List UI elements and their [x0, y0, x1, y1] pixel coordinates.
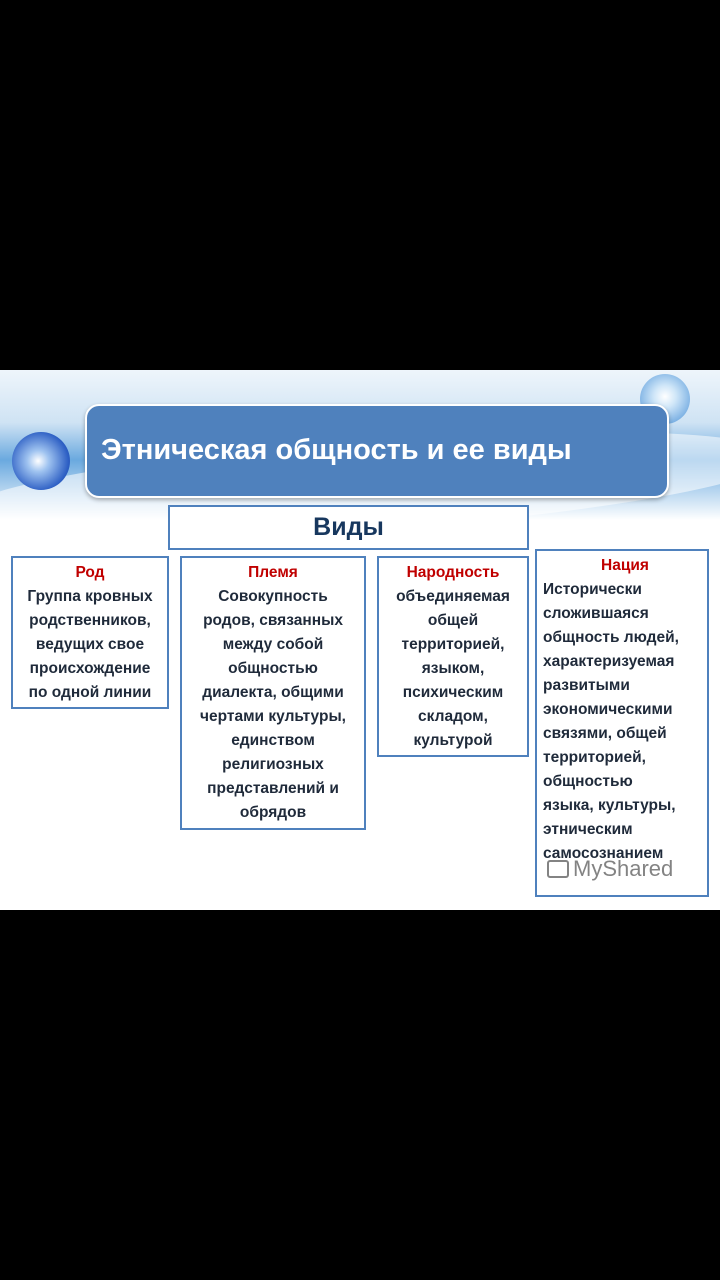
type-name: Народность: [406, 564, 500, 581]
type-description-line: языком,: [421, 660, 485, 677]
type-description-line: представлений и: [207, 780, 339, 797]
type-description-line: единством: [231, 732, 315, 749]
type-description-line: общность людей,: [543, 629, 679, 646]
slide-title: Этническая общность и ее виды: [101, 434, 572, 466]
title-bar: Этническая общность и ее виды: [85, 404, 669, 498]
type-box-narodnost: Народность объединяемая общей территорией, я…: [377, 556, 529, 757]
type-description-line: ведущих свое: [35, 636, 145, 653]
type-description-line: происхождение: [29, 660, 151, 677]
type-description-line: общностью: [543, 773, 633, 790]
type-description-line: самосознанием: [543, 845, 664, 862]
type-description-line: территорией,: [401, 636, 505, 653]
type-description-line: языка, культуры,: [543, 797, 676, 814]
type-description-line: Исторически: [543, 581, 642, 598]
type-description-line: культурой: [413, 732, 493, 749]
type-description-line: психическим: [402, 684, 504, 701]
type-description-line: сложившаяся: [543, 605, 649, 622]
type-description-line: родов, связанных: [203, 612, 343, 629]
type-description-line: этническим: [543, 821, 633, 838]
types-header: Виды: [168, 505, 529, 550]
watermark: MyShared: [547, 856, 673, 882]
watermark-text: MyShared: [573, 856, 674, 881]
type-description-line: общностью: [228, 660, 318, 677]
type-name: Племя: [248, 564, 298, 581]
type-description-line: родственников,: [29, 612, 151, 629]
type-name: Нация: [601, 557, 649, 574]
type-description-line: чертами культуры,: [200, 708, 346, 725]
type-description-line: Совокупность: [218, 588, 328, 605]
presentation-icon: [547, 860, 569, 878]
type-description-line: связями, общей: [543, 725, 667, 742]
type-description-line: складом,: [418, 708, 488, 725]
decorative-orb: [12, 432, 70, 490]
type-description-line: объединяемая: [396, 588, 510, 605]
type-description-line: территорией,: [543, 749, 646, 766]
type-description-line: диалекта, общими: [202, 684, 344, 701]
type-description-line: характеризуемая: [543, 653, 675, 670]
type-description-line: общей: [427, 612, 479, 629]
type-name: Род: [75, 564, 105, 581]
type-description-line: развитыми: [543, 677, 630, 694]
type-description-line: обрядов: [239, 804, 307, 821]
type-description-line: экономическими: [543, 701, 673, 718]
type-description-line: по одной линии: [28, 684, 152, 701]
type-description-line: между собой: [222, 636, 324, 653]
type-description-line: Группа кровных: [27, 588, 153, 605]
type-description-line: религиозных: [222, 756, 324, 773]
